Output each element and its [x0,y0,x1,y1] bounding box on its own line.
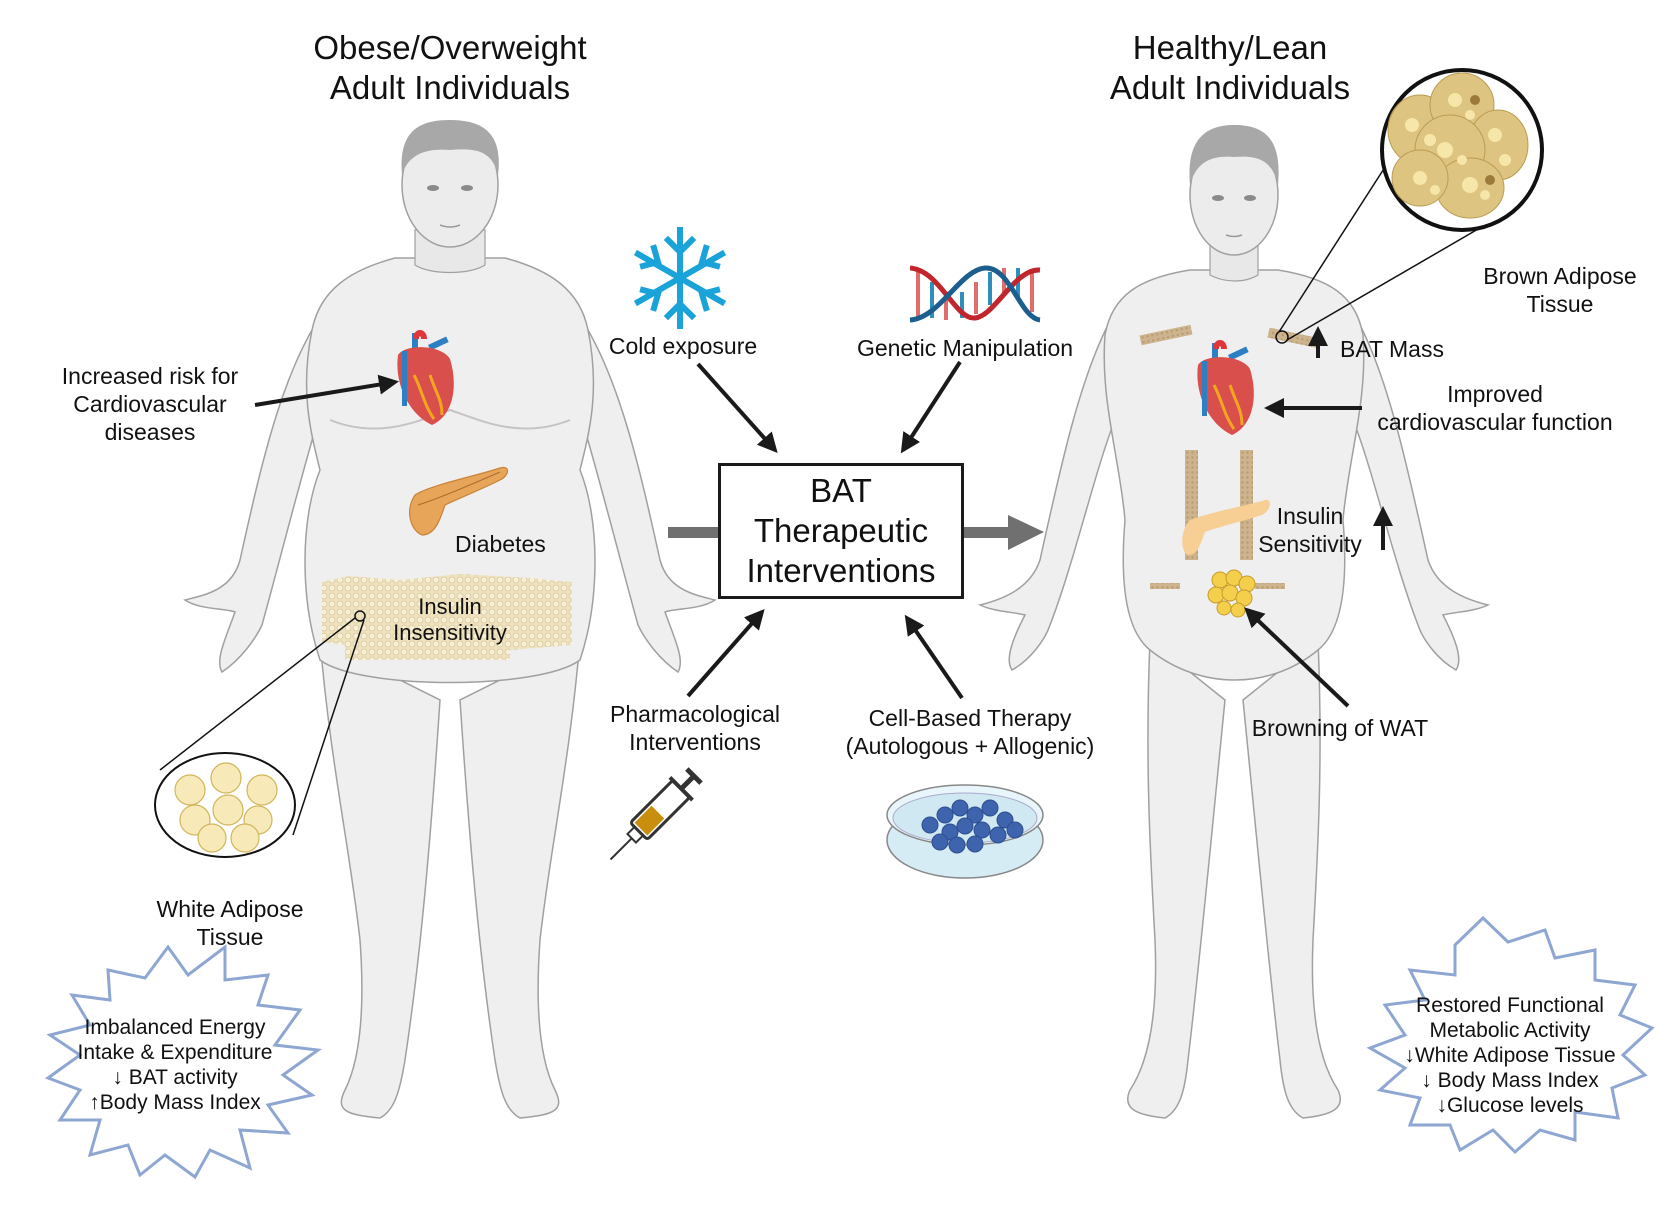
pharma-line2: Interventions [629,729,761,755]
pharma-line1: Pharmacological [609,701,781,727]
obese-summary-line1: Imbalanced Energy [84,1016,266,1039]
wat-magnifier [154,610,366,858]
lean-title-line1: Healthy/Lean [1132,29,1328,66]
arrow-genetic-to-box [900,360,962,454]
box-line2: Therapeutic [753,512,929,549]
arrow-to-browning [1244,607,1350,708]
lean-title: Healthy/Lean Adult Individuals [1060,28,1400,108]
lean-summary-line3: ↓White Adipose Tissue [1404,1044,1616,1067]
cold-exposure-label: Cold exposure [608,333,758,359]
arrow-cold-to-box [696,362,778,453]
genetic-manipulation-label: Genetic Manipulation [856,335,1074,361]
lean-summary-line5: ↓Glucose levels [1436,1094,1584,1117]
obese-title-line2: Adult Individuals [329,69,571,106]
obese-summary-burst [44,943,323,1180]
cardio-line1: Increased risk for [61,363,239,389]
obese-title: Obese/Overweight Adult Individuals [270,28,630,108]
pancreas-organ-icon [1182,499,1270,555]
improved-cardio-label: Improved cardiovascular function [1355,380,1635,436]
bat-line1: Brown Adipose [1483,263,1637,289]
insulin-line1: Insulin [418,594,482,619]
pancreas-organ-icon [409,466,509,536]
syringe-icon [609,767,703,861]
wat-band [322,574,572,660]
arrow-cell-to-box [904,614,964,700]
box-line1: BAT [810,472,872,509]
lean-body-figure [977,125,1491,1119]
snowflake-icon [633,227,727,329]
bat-label: Brown Adipose Tissue [1460,262,1660,318]
lean-summary-line2: Metabolic Activity [1429,1019,1591,1042]
arrow-to-obese-heart [254,374,399,407]
improved-cardio-line1: Improved [1447,381,1543,407]
arrows [254,326,1393,708]
wat-label: White Adipose Tissue [130,895,330,951]
cell-therapy-label: Cell-Based Therapy (Autologous + Allogen… [825,704,1115,760]
lean-summary-line1: Restored Functional [1416,994,1604,1017]
flow-arrow-in [668,527,726,538]
box-line3: Interventions [746,552,936,589]
flow-arrows [668,515,1044,550]
bat-line2: Tissue [1526,291,1594,317]
improved-cardio-line2: cardiovascular function [1377,409,1613,435]
bat-interventions-box: BAT Therapeutic Interventions [718,463,964,599]
browning-label: Browning of WAT [1251,715,1429,741]
cell-line2: (Autologous + Allogenic) [845,733,1095,759]
insulin-line2: Insensitivity [393,620,507,645]
lean-summary-line4: ↓ Body Mass Index [1421,1069,1599,1092]
insulin-sensitivity-label: Insulin Sensitivity [1250,502,1370,558]
obese-summary-text: Imbalanced Energy Intake & Expenditure ↓… [60,1015,290,1115]
wat-line1: White Adipose [156,896,304,922]
insulin-sens-line1: Insulin [1276,503,1344,529]
insulin-sens-line2: Sensitivity [1258,531,1362,557]
obese-cardio-label: Increased risk for Cardiovascular diseas… [30,362,270,446]
lean-summary-burst [1366,915,1655,1155]
flow-arrow-out-head [1008,515,1044,550]
flow-arrow-out [960,527,1010,538]
wat-line2: Tissue [196,924,264,950]
pharmacological-label: Pharmacological Interventions [595,700,795,756]
bat-mass-label: BAT Mass [1340,336,1444,362]
diabetes-label: Diabetes [455,531,546,557]
cell-line1: Cell-Based Therapy [868,705,1072,731]
cardio-line2: Cardiovascular [73,391,227,417]
heart-organ-icon [1197,340,1254,435]
obese-summary-line3: ↓ BAT activity [112,1066,238,1089]
obese-summary-line2: Intake & Expenditure [77,1041,273,1064]
heart-organ-icon [397,330,454,425]
cardio-line3: diseases [104,419,196,445]
obese-body-figure [183,120,717,1119]
lean-summary-text: Restored Functional Metabolic Activity ↓… [1375,993,1645,1118]
petri-dish-icon [886,784,1044,879]
obese-summary-line4: ↑Body Mass Index [89,1091,261,1114]
dna-helix-icon [909,265,1041,323]
arrow-pharma-to-box [686,608,765,698]
obese-title-line1: Obese/Overweight [313,29,587,66]
bat-magnifier [1275,68,1544,344]
lean-title-line2: Adult Individuals [1109,69,1351,106]
insulin-insensitivity-label: Insulin Insensitivity [370,594,530,646]
